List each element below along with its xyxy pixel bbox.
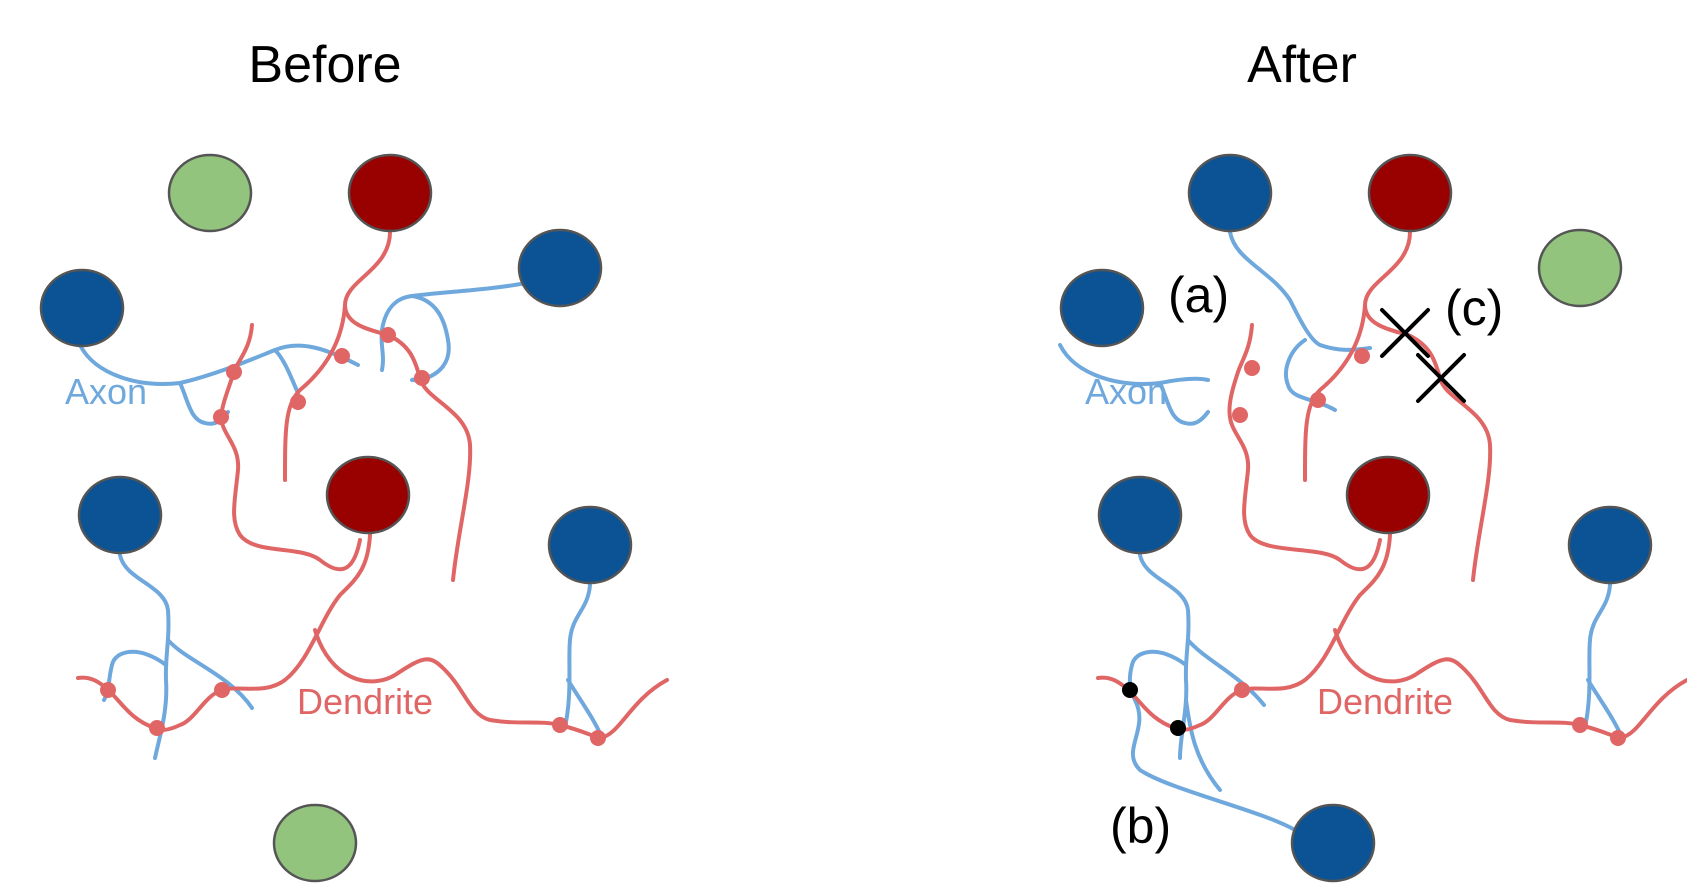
synapse-dot [1244,360,1260,376]
synapse-dot [552,717,568,733]
synapse-dot [290,394,306,410]
axon [379,281,528,372]
axon [564,583,592,724]
axon-label: Axon [1085,371,1167,412]
synapse-dot [226,364,242,380]
axon [1228,230,1372,352]
inhibitory-neuron [325,455,411,535]
synapse-dot [1234,682,1250,698]
axon [273,348,300,395]
axon [1058,343,1210,386]
excitatory-neuron [1187,153,1273,233]
excitatory-neuron [1097,475,1183,555]
inhibitory-neuron [1367,153,1453,233]
cell-bodies [39,153,633,883]
dendrite [1363,230,1493,582]
synapse-dot [1232,407,1248,423]
synapse-dot [1610,730,1626,746]
glia-cell [272,803,358,883]
synapse-dot [149,720,165,736]
glia-cell [167,153,253,233]
axon [1184,698,1222,792]
synapse-dot [590,730,606,746]
excitatory-neuron [517,228,603,308]
axon [1127,649,1297,832]
synapse-dot [1310,392,1326,408]
inhibitory-neuron [1345,455,1431,535]
new-synapse-dot [1170,720,1186,736]
cross-mark-icon [1416,353,1466,403]
axon [1186,638,1266,707]
axon [118,553,171,760]
axons [1058,230,1625,832]
panel-title: Before [248,36,401,94]
inhibitory-neuron [347,153,433,233]
axon [1584,583,1612,724]
synapse-dot [214,682,230,698]
axon [166,638,254,710]
excitatory-neuron [39,268,125,348]
cross-mark-icon [1380,308,1430,358]
annotation-b: (b) [1110,798,1171,854]
dendrite-label: Dendrite [297,681,433,722]
dendrite [343,230,473,582]
excitatory-neuron [1059,268,1145,348]
synapses [100,327,606,746]
annotation-c: (c) [1445,280,1503,336]
new-synapse-dot [1122,682,1138,698]
axon [1158,381,1210,426]
axon [410,294,451,383]
synapses [1232,348,1626,746]
axon [1138,553,1191,760]
new-synapses [1122,682,1186,736]
panel-before: Before [39,36,669,883]
synapse-dot [380,327,396,343]
cell-bodies [1059,153,1653,883]
dendrite [76,533,372,732]
synapse-dot [100,682,116,698]
dendrite [1227,323,1382,572]
glia-cell [1537,228,1623,308]
dendrite [1303,303,1367,482]
panel-title: After [1247,36,1357,94]
excitatory-neuron [547,505,633,585]
panel-after: After [1058,36,1687,883]
dendrite-label: Dendrite [1317,681,1453,722]
synapse-dot [1354,348,1370,364]
excitatory-neuron [1290,803,1376,883]
annotation-a: (a) [1168,267,1229,323]
synapse-dot [414,370,430,386]
excitatory-neuron [77,475,163,555]
dendrite [283,303,347,482]
excitatory-neuron [1567,505,1653,585]
synapse-dot [213,409,229,425]
axon-label: Axon [65,371,147,412]
synapse-dot [334,348,350,364]
synapse-dot [1572,717,1588,733]
